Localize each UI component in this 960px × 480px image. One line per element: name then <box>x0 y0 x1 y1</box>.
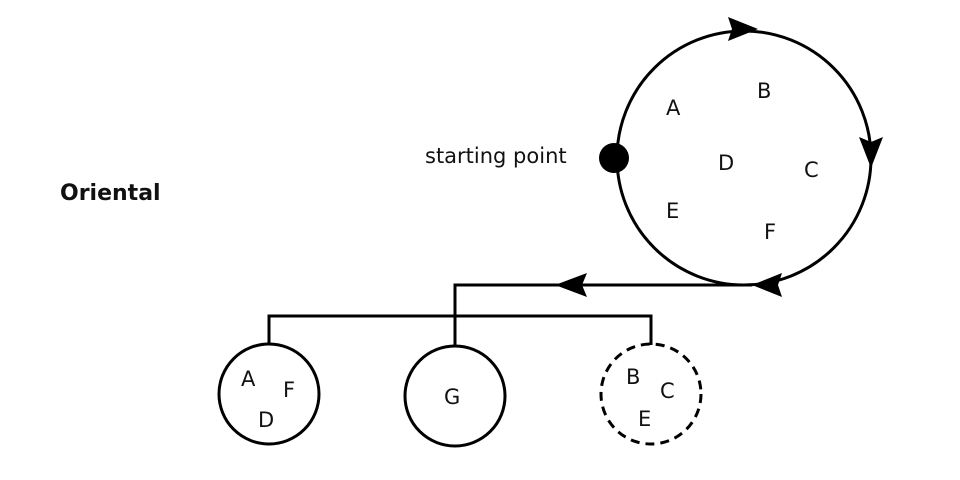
arrow-bottom-icon <box>752 273 782 297</box>
group-1-letter: F <box>283 378 295 402</box>
starting-point-label: starting point <box>425 144 567 168</box>
group-circle-1 <box>217 342 321 446</box>
group-circle-3 <box>599 342 703 446</box>
branch-line <box>267 314 653 345</box>
main-letter: D <box>718 151 734 175</box>
connector-line <box>453 283 752 347</box>
starting-point-dot <box>599 143 629 173</box>
group-2-letter: G <box>444 385 460 409</box>
main-letter: B <box>757 79 771 103</box>
group-3-letter: C <box>660 379 675 403</box>
arrow-top-icon <box>728 17 758 41</box>
main-circle <box>615 29 873 287</box>
main-letter: E <box>666 199 679 223</box>
main-letter: A <box>666 96 681 120</box>
main-letter: C <box>804 158 819 182</box>
group-1-letter: A <box>241 367 256 391</box>
group-circle-2 <box>403 344 507 448</box>
arrow-left-icon <box>555 273 587 297</box>
group-3-letter: B <box>626 365 640 389</box>
main-letter: F <box>764 220 776 244</box>
diagram-title: Oriental <box>60 181 161 206</box>
group-3-letter: E <box>638 407 651 431</box>
arrow-right-icon <box>859 137 883 168</box>
group-1-letter: D <box>258 408 274 432</box>
